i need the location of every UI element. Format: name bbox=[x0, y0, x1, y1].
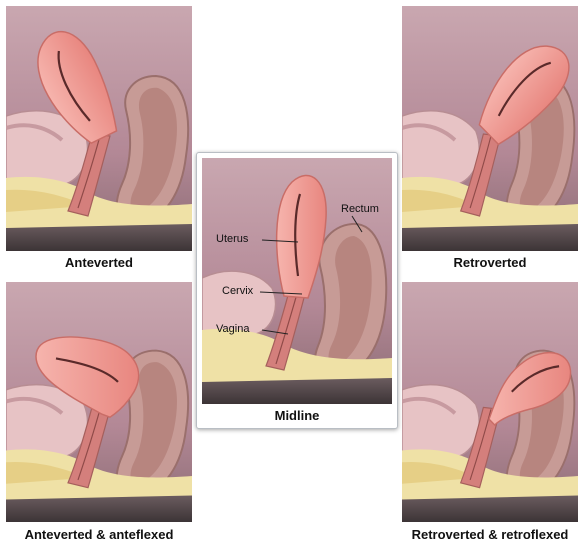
retroverted-illustration bbox=[402, 6, 578, 251]
anteflexed-illustration bbox=[6, 282, 192, 522]
retroflexed-illustration bbox=[402, 282, 578, 522]
caption-retroverted-retroflexed: Retroverted & retroflexed bbox=[402, 527, 578, 542]
midline-illustration bbox=[202, 158, 392, 404]
panel-anteverted-anteflexed bbox=[6, 282, 192, 522]
label-rectum: Rectum bbox=[341, 203, 379, 215]
anteverted-illustration bbox=[6, 6, 192, 251]
panel-midline bbox=[202, 158, 392, 404]
midline-frame: Uterus Cervix Vagina Rectum Midline bbox=[196, 152, 398, 429]
panel-retroverted bbox=[402, 6, 578, 251]
label-vagina: Vagina bbox=[216, 323, 249, 335]
caption-anteverted-anteflexed: Anteverted & anteflexed bbox=[6, 527, 192, 542]
label-uterus: Uterus bbox=[216, 233, 248, 245]
label-cervix: Cervix bbox=[222, 285, 253, 297]
caption-retroverted: Retroverted bbox=[402, 255, 578, 270]
caption-midline: Midline bbox=[197, 408, 397, 423]
caption-anteverted: Anteverted bbox=[6, 255, 192, 270]
panel-anteverted bbox=[6, 6, 192, 251]
panel-retroverted-retroflexed bbox=[402, 282, 578, 522]
